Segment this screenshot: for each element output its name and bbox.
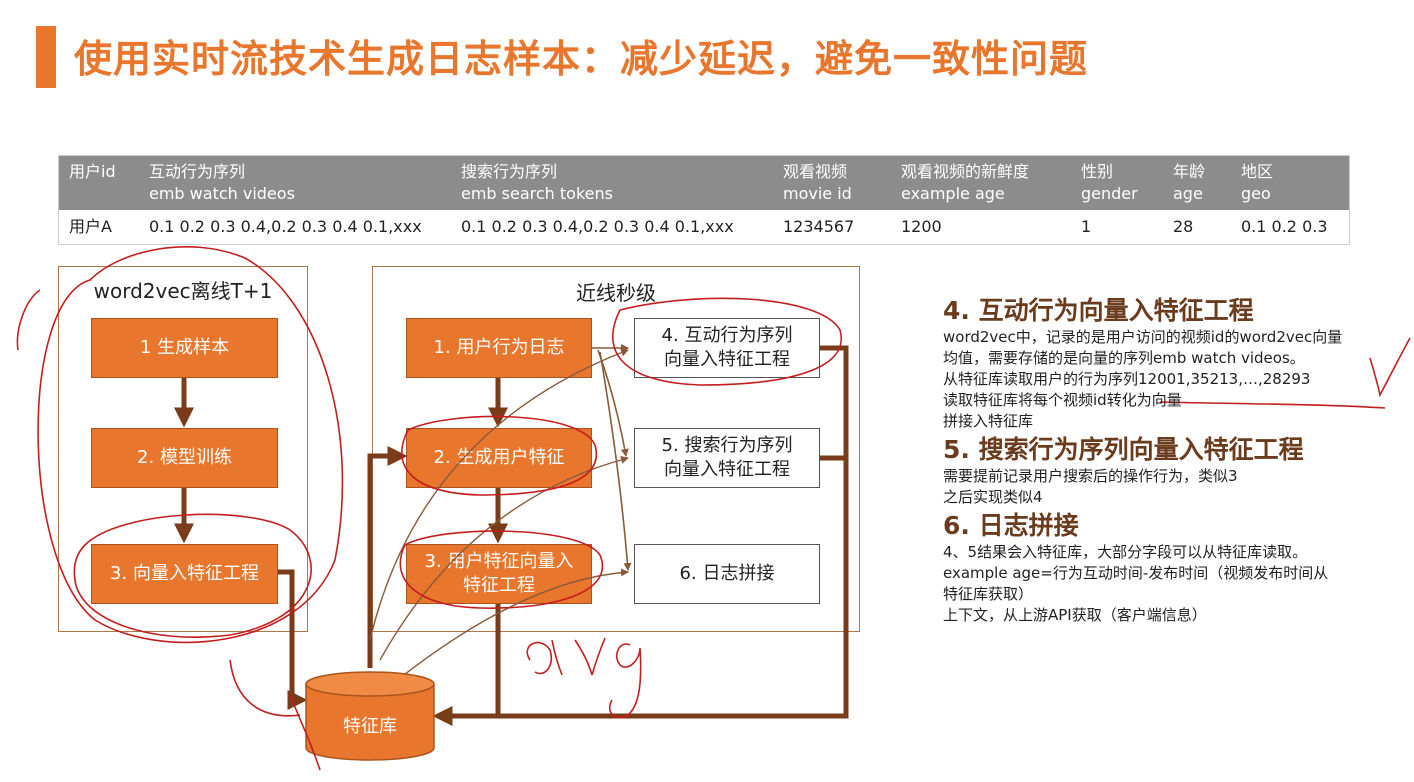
note-line: example age=行为互动时间-发布时间（视频发布时间从 [943,564,1329,582]
output-search-seq: 5. 搜索行为序列向量入特征工程 [634,428,820,488]
note-line: 之后实现类似4 [943,488,1043,506]
note-line: 均值，需要存储的是向量的序列emb watch videos。 [943,349,1305,367]
arrow [367,446,408,668]
output-interaction-seq: 4. 互动行为序列向量入特征工程 [634,318,820,378]
feature-store-db: 特征库 [305,671,435,761]
offline-group-title: word2vec离线T+1 [93,279,273,303]
note-line: 需要提前记录用户搜索后的操作行为，类似3 [943,467,1238,485]
note-line: 特征库获取） [943,585,1034,603]
nearline-step-user-feature: 2. 生成用户特征 [406,428,592,488]
page-title: 使用实时流技术生成日志样本：减少延迟，避免一致性问题 [74,37,1089,81]
col-header: 用户id [69,162,116,181]
note-heading: 4. 互动行为向量入特征工程 [943,296,1254,325]
output-log-join: 6. 日志拼接 [634,544,820,604]
note-heading: 6. 日志拼接 [943,511,1079,540]
table-cell: 0.1 0.2 0.3 0.4,0.2 0.3 0.4 0.1,xxx [149,217,422,236]
offline-step-generate-samples: 1 生成样本 [91,318,278,378]
nearline-step-user-vector: 3. 用户特征向量入特征工程 [406,544,592,604]
handwriting-text: avg [0,0,2,1]
title-accent-bar [36,26,56,88]
nearline-step-user-log: 1. 用户行为日志 [406,318,592,378]
nearline-group-title: 近线秒级 [576,281,656,305]
note-heading: 5. 搜索行为序列向量入特征工程 [943,435,1304,464]
table-cell: 0.1 0.2 0.3 [1241,217,1328,236]
feature-store-label: 特征库 [343,716,397,737]
table-cell: 1 [1081,217,1092,236]
handwritten-annotations [16,246,1411,771]
thin-arrow [369,348,629,641]
note-line: 读取特征库将每个视频id转化为向量 [943,391,1182,409]
note-line: 4、5结果会入特征库，大部分字段可以从特征库读取。 [943,543,1308,561]
thin-arrow [599,351,632,571]
note-line: 上下文，从上游API获取（客户端信息） [943,606,1207,624]
note-line: 从特征库读取用户的行为序列12001,35213,…,28293 [943,370,1311,388]
offline-step-vector-to-feature: 3. 向量入特征工程 [91,544,278,604]
table-cell: 1200 [901,217,942,236]
table-cell: 28 [1173,217,1194,236]
table-row: 用户A 0.1 0.2 0.3 0.4,0.2 0.3 0.4 0.1,xxx … [59,210,1349,244]
note-line: 拼接入特征库 [943,412,1034,430]
table-cell: 0.1 0.2 0.3 0.4,0.2 0.3 0.4 0.1,xxx [461,217,734,236]
offline-step-model-training: 2. 模型训练 [91,428,278,488]
arrow [432,345,849,726]
arrow [278,569,308,710]
note-line: word2vec中，记录的是用户访问的视频id的word2vec向量 [943,328,1343,346]
table-cell: 用户A [69,217,112,236]
table-cell: 1234567 [783,217,855,236]
thin-arrow [379,455,629,661]
notes-panel: 4. 互动行为向量入特征工程 word2vec中，记录的是用户访问的视频id的w… [943,295,1413,626]
